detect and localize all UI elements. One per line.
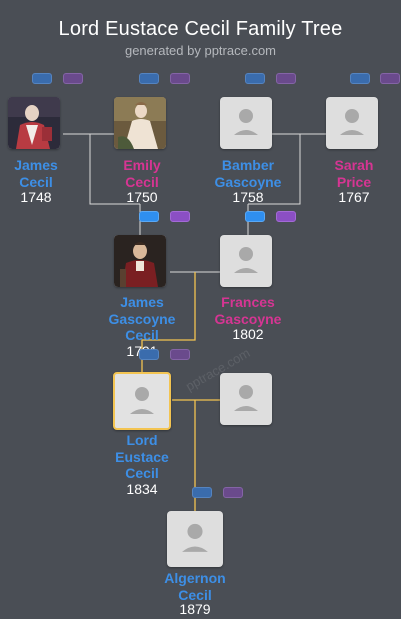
portrait-emily-cecil[interactable] [114,97,166,149]
mother-link-pill[interactable] [170,73,190,84]
name-line: Frances [221,294,275,310]
father-link-pill[interactable] [139,349,159,360]
father-link-pill[interactable] [139,211,159,222]
person-silhouette-icon [130,387,154,414]
page-title: Lord Eustace Cecil Family Tree [58,18,343,40]
name-line: Emily [123,157,161,173]
portrait-james-gascoyne-cecil[interactable] [114,235,166,287]
name-line: James [14,157,58,173]
avatar-placeholder-selected[interactable] [113,372,171,430]
avatar-placeholder-spouse[interactable] [220,373,272,425]
birth-year: 1748 [20,189,52,205]
name-line: James [120,294,164,310]
name-line: Cecil [125,173,159,190]
mother-link-pill[interactable] [170,349,190,360]
portrait-image [114,235,166,287]
birth-year: 1767 [338,189,370,205]
person-name[interactable]: Emily Cecil [87,157,197,190]
father-link-pill[interactable] [139,73,159,84]
father-link-pill[interactable] [245,73,265,84]
person-name[interactable]: James Cecil [0,157,91,190]
avatar-placeholder[interactable] [220,235,272,287]
portrait-image [8,97,60,149]
person-name[interactable]: Algernon Cecil [140,570,250,603]
birth-year: 1802 [232,326,264,342]
person-name[interactable]: Frances Gascoyne [193,294,303,327]
birth-year: 1879 [179,601,211,617]
person-name[interactable]: James Gascoyne Cecil [87,294,197,344]
mother-link-pill[interactable] [380,73,400,84]
avatar-placeholder[interactable] [167,511,223,567]
name-line: Sarah [334,157,374,173]
name-line: Lord [126,432,158,448]
name-line: Algernon [164,570,226,586]
mother-link-pill[interactable] [223,487,243,498]
mother-link-pill[interactable] [276,73,296,84]
name-line: Price [336,173,372,190]
person-silhouette-icon [234,109,258,135]
person-silhouette-icon [234,385,258,411]
name-line: Gascoyne [214,173,282,190]
person-name[interactable]: Sarah Price [299,157,401,190]
person-name[interactable]: Bamber Gascoyne [193,157,303,190]
mother-link-pill[interactable] [63,73,83,84]
name-line: Eustace [115,448,169,465]
portrait-image [114,97,166,149]
name-line: Gascoyne [214,310,282,327]
name-line: Cecil [125,465,159,481]
birth-year: 1750 [126,189,158,205]
father-link-pill[interactable] [350,73,370,84]
portrait-james-cecil[interactable] [8,97,60,149]
birth-year: 1758 [232,189,264,205]
mother-link-pill[interactable] [170,211,190,222]
father-link-pill[interactable] [245,211,265,222]
person-silhouette-icon [234,247,258,273]
mother-link-pill[interactable] [276,211,296,222]
page-subtitle: generated by pptrace.com [124,43,277,58]
name-line: Cecil [125,327,159,343]
person-silhouette-icon [340,109,364,135]
father-link-pill[interactable] [192,487,212,498]
birth-year: 1834 [126,481,158,497]
avatar-placeholder[interactable] [220,97,272,149]
name-line: Gascoyne [108,310,176,327]
name-line: Bamber [221,157,275,173]
person-name[interactable]: Lord Eustace Cecil [87,432,197,482]
father-link-pill[interactable] [32,73,52,84]
name-line: Cecil [178,586,212,603]
person-silhouette-icon [182,523,208,552]
name-line: Cecil [19,173,53,190]
avatar-placeholder[interactable] [326,97,378,149]
